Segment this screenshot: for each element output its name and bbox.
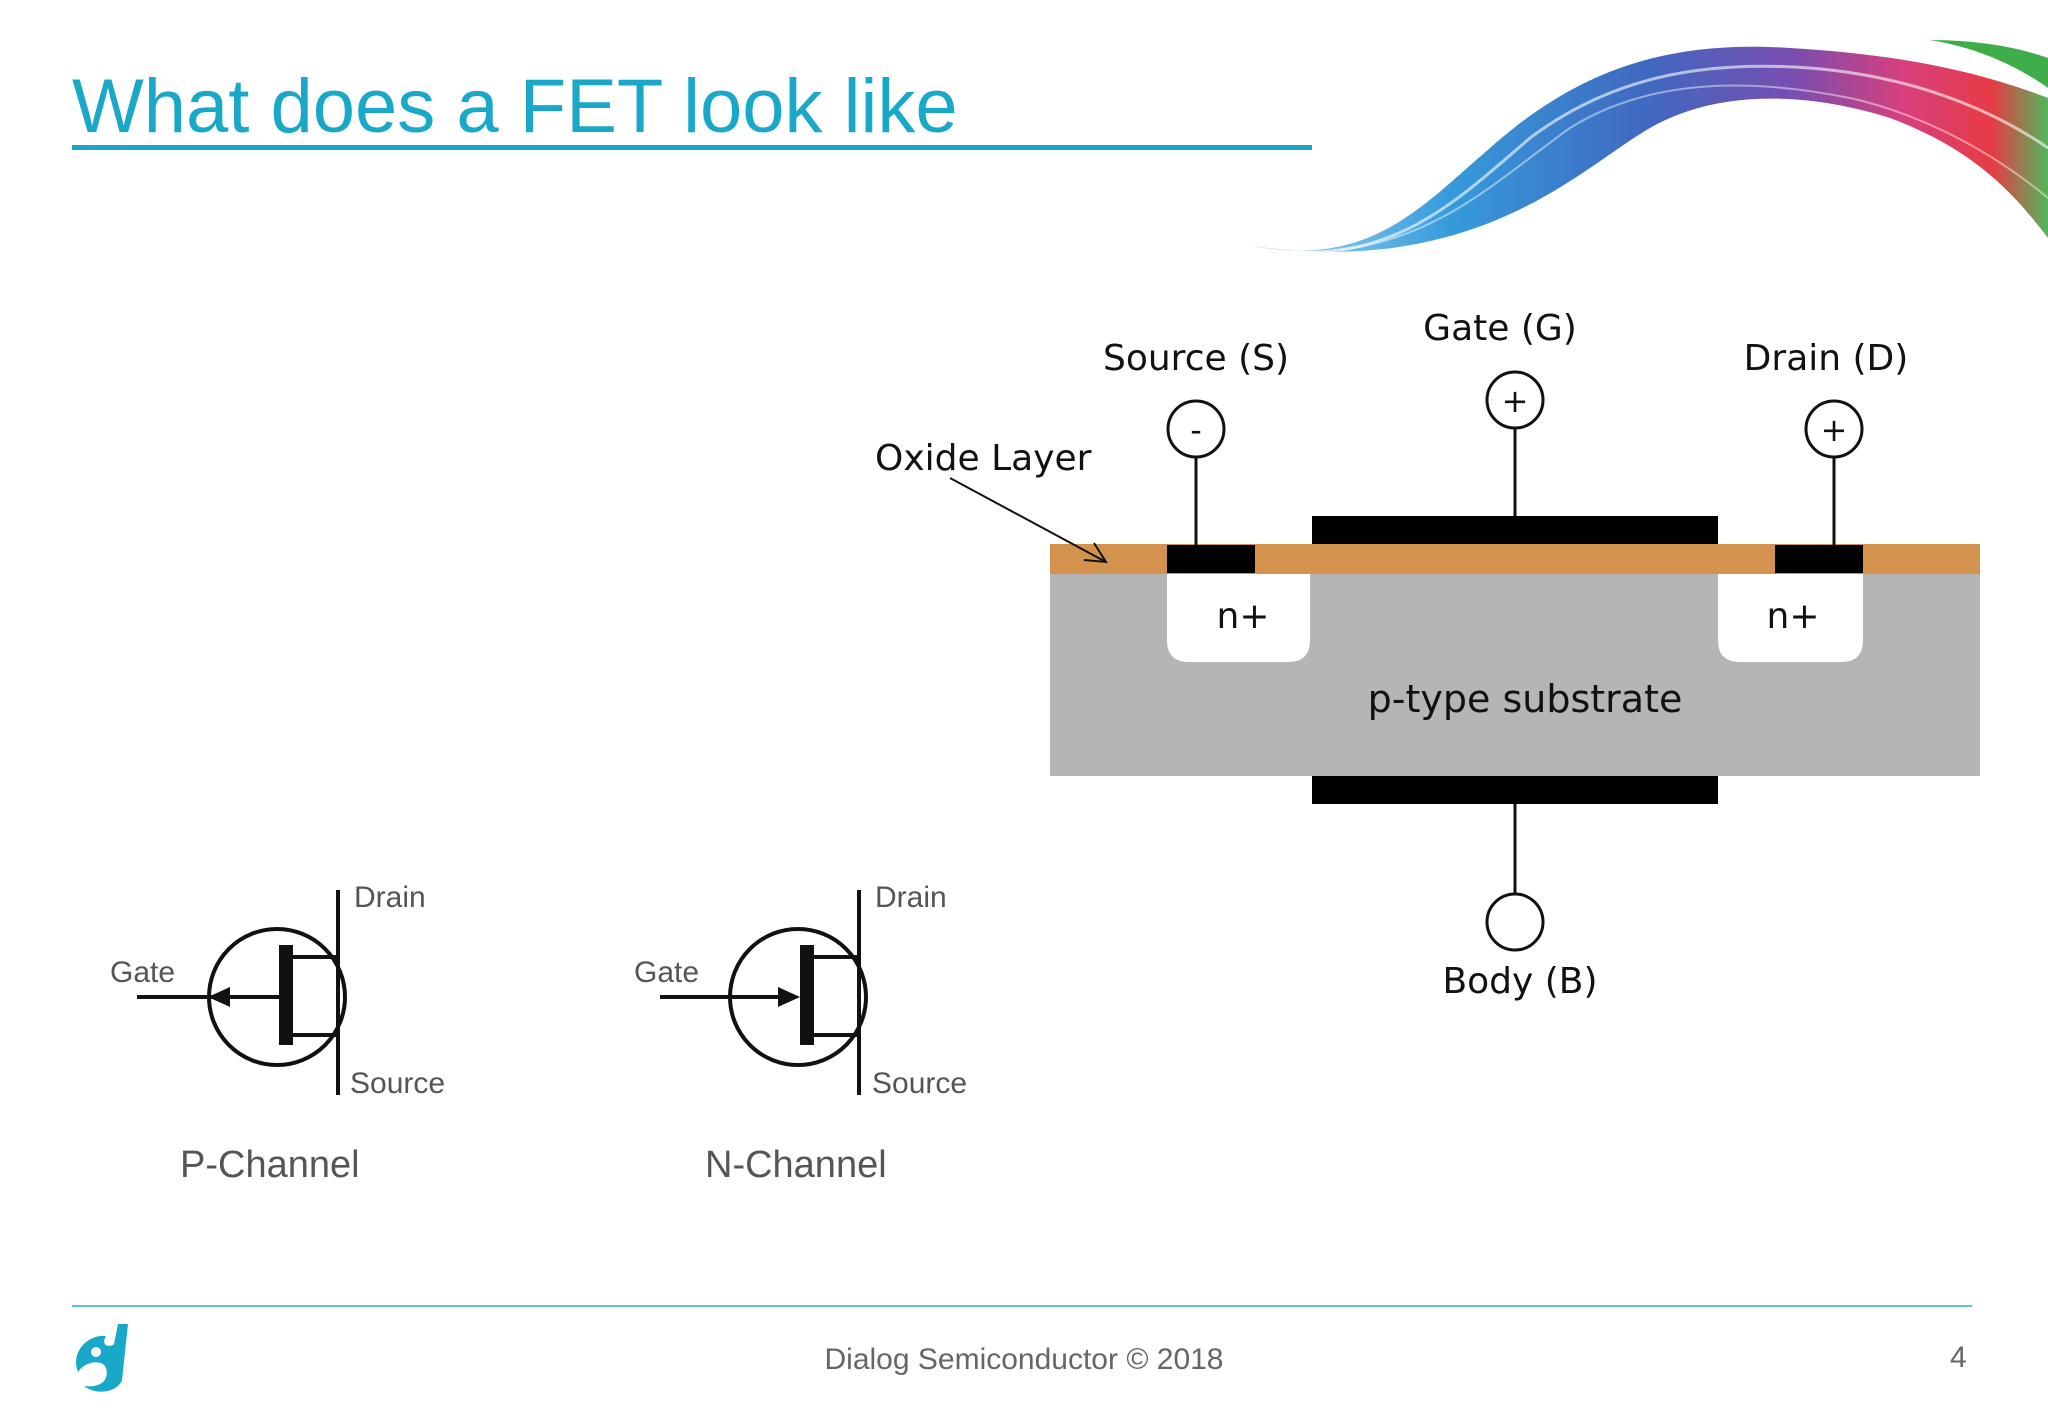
page-number: 4	[1950, 1341, 1967, 1374]
decorative-ribbon	[1252, 40, 2048, 254]
p-channel-arrow-icon	[208, 987, 230, 1007]
gate-label: Gate (G)	[1423, 308, 1577, 349]
drain-label: Drain (D)	[1744, 338, 1909, 379]
body-electrode	[1312, 776, 1718, 804]
footer-copyright: Dialog Semiconductor © 2018	[824, 1343, 1224, 1376]
oxide-layer-label: Oxide Layer	[875, 438, 1092, 479]
n-plus-right-label: n+	[1767, 596, 1820, 637]
p-channel-gate-label: Gate	[110, 956, 175, 989]
p-channel-drain-label: Drain	[354, 881, 426, 914]
gate-polarity: +	[1502, 382, 1529, 420]
body-label: Body (B)	[1442, 961, 1597, 1002]
p-channel-symbol	[137, 890, 347, 1095]
p-channel-source-label: Source	[350, 1067, 445, 1100]
dialog-logo-icon	[76, 1324, 128, 1392]
n-channel-source-label: Source	[872, 1067, 967, 1100]
fet-diagram: - + + Source (S) Gate (G) Drain (D) Body…	[110, 308, 1980, 1186]
n-channel-drain-label: Drain	[875, 881, 947, 914]
n-plus-right-region	[1718, 572, 1863, 662]
gate-terminal-icon	[1485, 370, 1545, 430]
source-label: Source (S)	[1103, 338, 1289, 379]
substrate-label: p-type substrate	[1368, 677, 1683, 721]
drain-terminal-icon	[1804, 399, 1864, 459]
n-plus-left-label: n+	[1217, 596, 1270, 637]
drain-contact	[1775, 545, 1863, 573]
n-channel-caption: N-Channel	[705, 1144, 887, 1186]
n-plus-left-region	[1167, 572, 1310, 662]
p-channel-caption: P-Channel	[180, 1144, 360, 1186]
source-terminal-icon	[1166, 399, 1226, 459]
n-channel-gate-label: Gate	[634, 956, 699, 989]
source-contact	[1167, 545, 1255, 573]
title-underline	[72, 145, 1312, 150]
slide-title: What does a FET look like	[72, 64, 958, 149]
gate-electrode	[1312, 516, 1718, 544]
drain-polarity: +	[1821, 411, 1848, 449]
source-polarity: -	[1190, 411, 1202, 449]
n-channel-arrow-icon	[778, 987, 800, 1007]
footer-divider	[72, 1305, 1972, 1307]
body-terminal-icon	[1485, 892, 1545, 952]
n-channel-symbol	[660, 890, 868, 1095]
